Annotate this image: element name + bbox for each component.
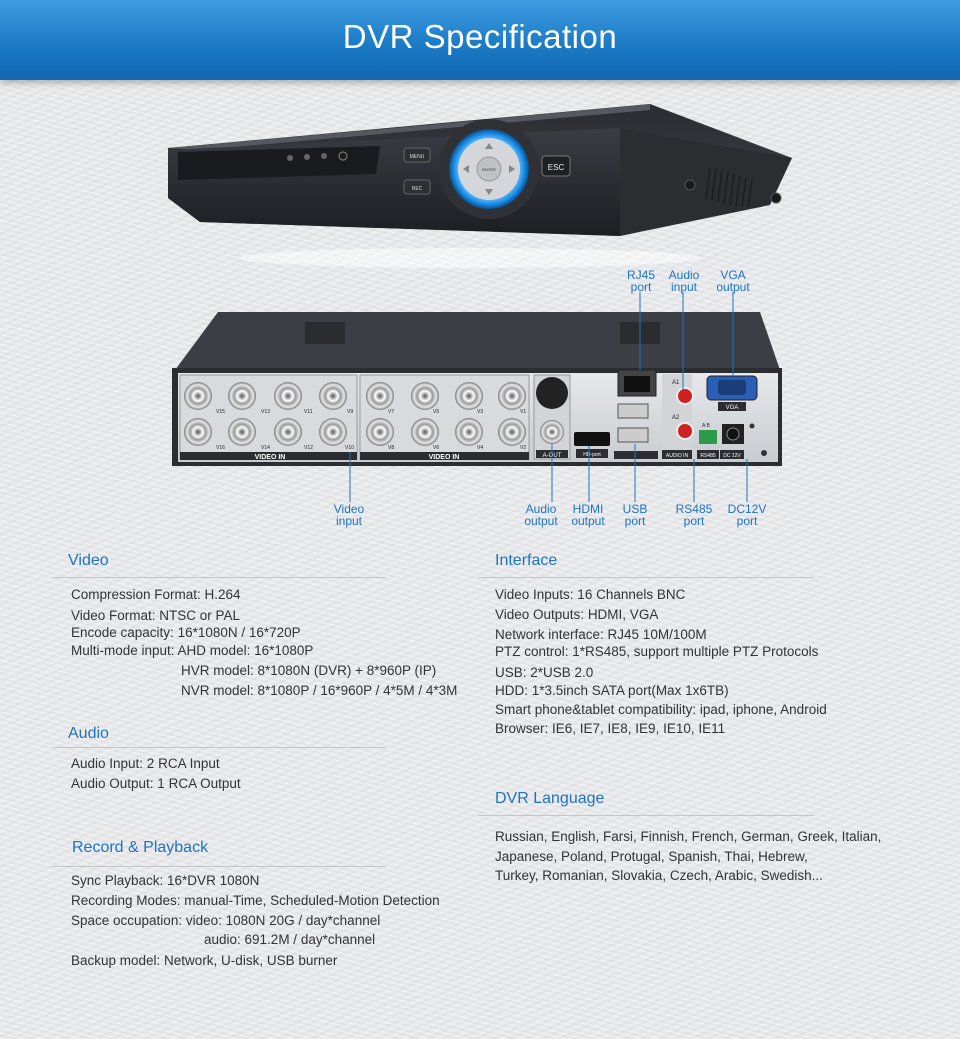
spec-line: Video Inputs: 16 Channels BNC	[495, 587, 686, 602]
spec-line: Turkey, Romanian, Slovakia, Czech, Arabi…	[495, 868, 823, 883]
section-title-dvr-language: DVR Language	[495, 790, 605, 807]
svg-text:V12: V12	[304, 445, 313, 451]
svg-text:V8: V8	[388, 445, 394, 451]
spec-line: HDD: 1*3.5inch SATA port(Max 1x6TB)	[495, 683, 729, 698]
svg-text:REC: REC	[412, 186, 423, 192]
svg-text:V3: V3	[477, 409, 483, 415]
section-title-interface: Interface	[495, 552, 558, 569]
section-divider	[52, 577, 386, 578]
svg-text:V4: V4	[477, 445, 483, 451]
spec-line: Multi-mode input: AHD model: 16*1080P	[71, 643, 314, 658]
svg-text:ESC: ESC	[548, 163, 565, 172]
spec-line: audio: 691.2M / day*channel	[204, 932, 376, 947]
svg-text:A B: A B	[702, 423, 710, 429]
svg-text:V16: V16	[216, 445, 225, 451]
svg-text:DC 12V: DC 12V	[723, 453, 741, 459]
svg-text:A1: A1	[672, 380, 680, 386]
svg-text:V10: V10	[345, 445, 354, 451]
svg-text:VIDEO IN: VIDEO IN	[429, 454, 460, 461]
section-title-video: Video	[68, 552, 109, 569]
section-title-audio: Audio	[68, 725, 109, 742]
svg-text:V13: V13	[261, 409, 270, 415]
spec-line: Recording Modes: manual-Time, Scheduled-…	[71, 893, 440, 908]
svg-text:AUDIO IN: AUDIO IN	[666, 453, 689, 459]
section-divider	[52, 747, 386, 748]
svg-text:ENTER: ENTER	[482, 167, 496, 172]
spec-line: USB: 2*USB 2.0	[495, 665, 594, 680]
spec-line: Video Format: NTSC or PAL	[71, 608, 241, 623]
spec-line: Audio Output: 1 RCA Output	[71, 776, 241, 791]
svg-text:VIDEO IN: VIDEO IN	[255, 454, 286, 461]
spec-line: Sync Playback: 16*DVR 1080N	[71, 873, 260, 888]
svg-text:MENU: MENU	[410, 154, 425, 160]
callout-lines	[349, 292, 748, 502]
spec-line: NVR model: 8*1080P / 16*960P / 4*5M / 4*…	[181, 683, 458, 698]
dvr-front-view: MENU REC ENTER ESC	[168, 104, 792, 268]
svg-text:V14: V14	[261, 445, 270, 451]
spec-line: PTZ control: 1*RS485, support multiple P…	[495, 644, 819, 659]
svg-text:V7: V7	[388, 409, 394, 415]
spec-line: Russian, English, Farsi, Finnish, French…	[495, 829, 882, 844]
svg-text:V11: V11	[304, 409, 313, 415]
spec-line: Encode capacity: 16*1080N / 16*720P	[71, 625, 301, 640]
svg-text:V15: V15	[216, 409, 225, 415]
section-divider	[478, 577, 814, 578]
spec-line: Backup model: Network, U-disk, USB burne…	[71, 953, 338, 968]
spec-line: Smart phone&tablet compatibility: ipad, …	[495, 702, 827, 717]
svg-text:A2: A2	[672, 415, 680, 421]
svg-text:HD-port: HD-port	[583, 452, 601, 458]
svg-text:RS485: RS485	[700, 453, 716, 459]
dvr-product-image: MENU REC ENTER ESC VIDEO IN VIDEO IN	[168, 104, 792, 502]
header-banner: DVR Specification	[0, 0, 960, 80]
spec-line: Browser: IE6, IE7, IE8, IE9, IE10, IE11	[495, 721, 726, 736]
spec-line: Japanese, Poland, Protugal, Spanish, Tha…	[495, 849, 808, 864]
spec-line: HVR model: 8*1080N (DVR) + 8*960P (IP)	[181, 663, 437, 678]
spec-line: Video Outputs: HDMI, VGA	[495, 607, 659, 622]
spec-line: Network interface: RJ45 10M/100M	[495, 627, 707, 642]
svg-text:V9: V9	[347, 409, 353, 415]
spec-line: Audio Input: 2 RCA Input	[71, 756, 220, 771]
page-title: DVR Specification	[342, 18, 618, 55]
spec-line: Space occupation: video: 1080N 20G / day…	[71, 913, 381, 928]
spec-line: Compression Format: H.264	[71, 587, 241, 602]
svg-text:V2: V2	[520, 445, 526, 451]
dvr-rear-view: VIDEO IN VIDEO IN V15 V13 V11 V9 V16 V14 V12 V…	[172, 312, 782, 466]
svg-text:V1: V1	[520, 409, 526, 415]
section-divider	[52, 866, 386, 867]
svg-text:VGA: VGA	[726, 405, 739, 411]
svg-text:V5: V5	[433, 409, 439, 415]
section-title-record-playback: Record & Playback	[72, 839, 209, 856]
section-divider	[478, 815, 814, 816]
svg-text:V6: V6	[433, 445, 439, 451]
